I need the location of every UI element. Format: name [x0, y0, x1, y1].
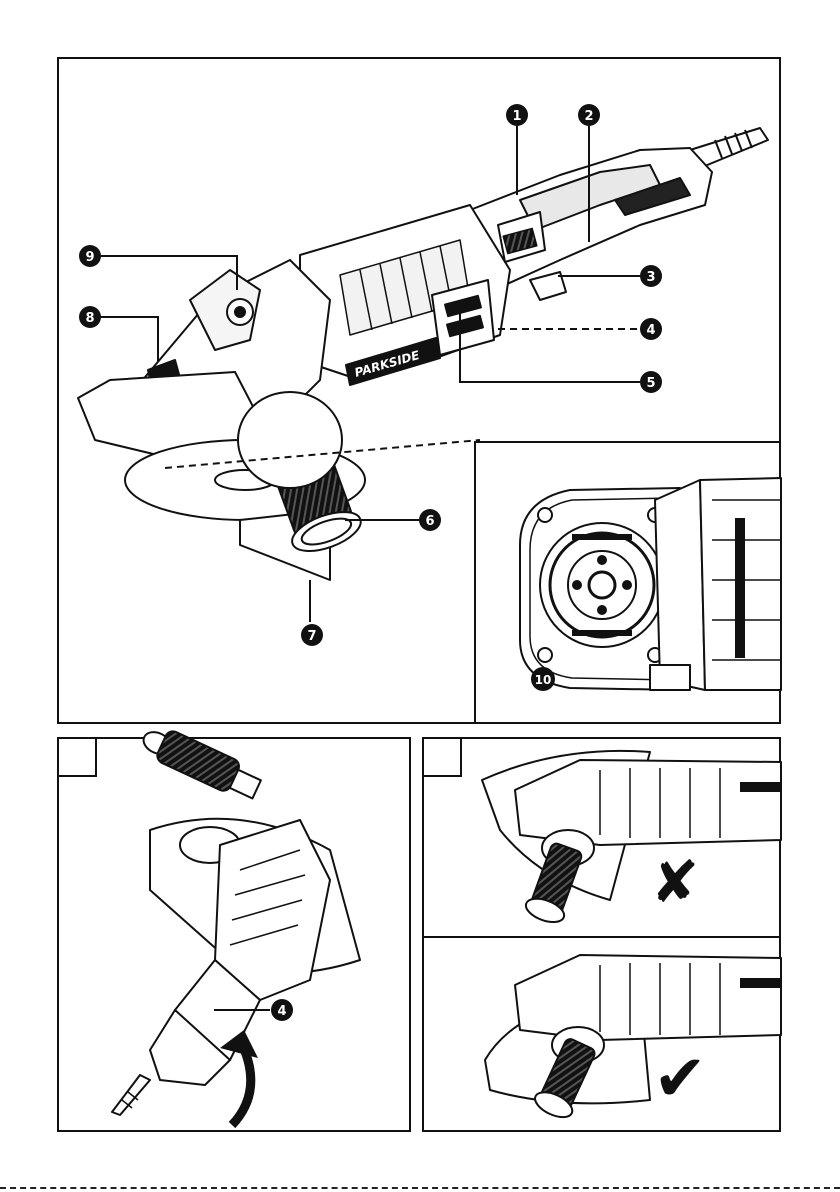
svg-text:10: 10	[535, 673, 552, 687]
svg-text:4: 4	[646, 323, 655, 338]
svg-text:6: 6	[425, 514, 434, 529]
grinder-correct-drawing	[485, 955, 781, 1122]
svg-text:3: 3	[646, 270, 655, 285]
callout-4: 4	[640, 318, 662, 340]
callout-5: 5	[640, 371, 662, 393]
svg-text:7: 7	[307, 629, 316, 644]
check-mark-icon: ✔	[653, 1042, 707, 1116]
svg-text:4: 4	[277, 1004, 286, 1019]
svg-text:1: 1	[512, 109, 521, 124]
callout-9: 9	[79, 245, 101, 267]
panel-a-callout-4: 4	[271, 999, 293, 1021]
callout-1: 1	[506, 104, 528, 126]
page-edge-dash	[0, 1187, 840, 1189]
callout-10: 10	[531, 667, 555, 691]
cross-mark-icon: ✘	[651, 848, 700, 916]
grinder-top-view-drawing	[112, 721, 360, 1115]
svg-text:9: 9	[85, 250, 94, 265]
grinder-wrong-drawing	[482, 751, 781, 927]
svg-text:2: 2	[584, 109, 593, 124]
svg-text:5: 5	[646, 376, 655, 391]
callout-8: 8	[79, 306, 101, 328]
callout-6: 6	[419, 509, 441, 531]
callout-3: 3	[640, 265, 662, 287]
svg-text:8: 8	[85, 311, 94, 326]
callout-2: 2	[578, 104, 600, 126]
callout-7: 7	[301, 624, 323, 646]
spindle-bottom-view	[520, 478, 781, 690]
